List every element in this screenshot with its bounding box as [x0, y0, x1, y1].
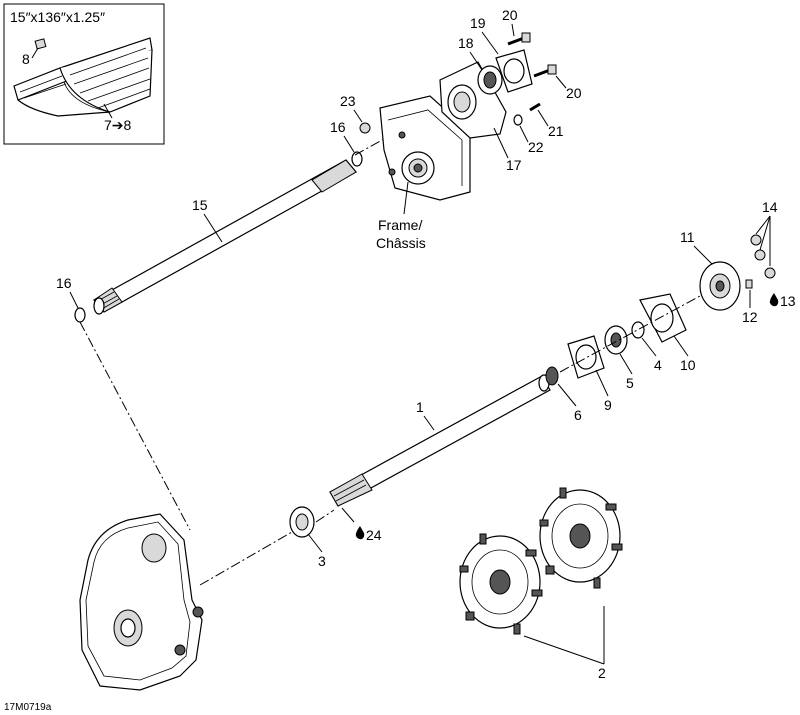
- bearing-3: [289, 506, 315, 538]
- screw-21: [529, 102, 541, 112]
- inset-callout-8: 8: [22, 51, 30, 67]
- callout-2: 2: [598, 665, 606, 681]
- bolt-20-lower: [533, 64, 557, 78]
- nut-14-b: [754, 249, 766, 261]
- callout-24: 24: [366, 527, 382, 543]
- callout-14: 14: [762, 199, 778, 215]
- callout-16-lower: 16: [56, 275, 72, 291]
- callout-21: 21: [548, 123, 564, 139]
- sprocket-2-front: [459, 533, 543, 635]
- frame-label-line2: Châssis: [376, 235, 426, 251]
- fitting-12: [745, 279, 753, 289]
- callout-11: 11: [680, 229, 695, 245]
- flange-9: [567, 335, 605, 379]
- ring-4: [631, 321, 645, 339]
- callout-20-upper: 20: [502, 7, 518, 23]
- callout-19: 19: [470, 15, 486, 31]
- callout-3: 3: [318, 553, 326, 569]
- bearing-housing-17: [439, 61, 507, 139]
- housing-11: [699, 261, 741, 311]
- sprocket-2-rear: [539, 487, 623, 589]
- inset-callout-7-8: 7➔8: [104, 117, 132, 133]
- nut-14-c: [764, 267, 776, 279]
- ring-6: [545, 366, 559, 386]
- callout-23: 23: [340, 93, 356, 109]
- callout-6: 6: [574, 407, 582, 423]
- callout-9: 9: [604, 397, 612, 413]
- ring-16-upper: [351, 151, 363, 167]
- callout-17: 17: [506, 157, 522, 173]
- washer-22: [513, 114, 523, 126]
- oil-drop-icon: [769, 293, 779, 307]
- track-inset: 15″x136″x1.25″ 8 7➔8: [3, 3, 165, 145]
- ring-16-lower: [74, 307, 86, 323]
- callout-18: 18: [458, 35, 474, 51]
- track-drawing: [13, 37, 153, 117]
- shaft-15: [93, 159, 357, 315]
- callout-5: 5: [626, 375, 634, 391]
- callout-12: 12: [742, 309, 758, 325]
- callout-15: 15: [192, 197, 208, 213]
- callout-10: 10: [680, 357, 696, 373]
- callout-13: 13: [780, 293, 796, 309]
- frame-drawing: [359, 95, 471, 201]
- callout-1: 1: [416, 399, 424, 415]
- inset-title: 15″x136″x1.25″: [10, 9, 105, 25]
- figure-code: 17M0719a: [4, 702, 52, 713]
- chaincase: [79, 513, 204, 691]
- bearing-18: [477, 65, 503, 95]
- nut-14-a: [750, 234, 762, 246]
- plate-10: [639, 293, 687, 343]
- callout-20-lower: 20: [566, 85, 582, 101]
- callout-22: 22: [528, 139, 544, 155]
- flange-19: [495, 49, 533, 93]
- nut-23: [359, 122, 371, 134]
- callout-4: 4: [654, 357, 662, 373]
- bearing-5: [604, 325, 628, 355]
- bolt-20-upper: [507, 32, 531, 46]
- frame-label-line1: Frame/: [378, 217, 422, 233]
- drive-axle-1: [329, 374, 551, 507]
- callout-16-upper: 16: [330, 119, 346, 135]
- oil-drop-icon: [355, 526, 365, 540]
